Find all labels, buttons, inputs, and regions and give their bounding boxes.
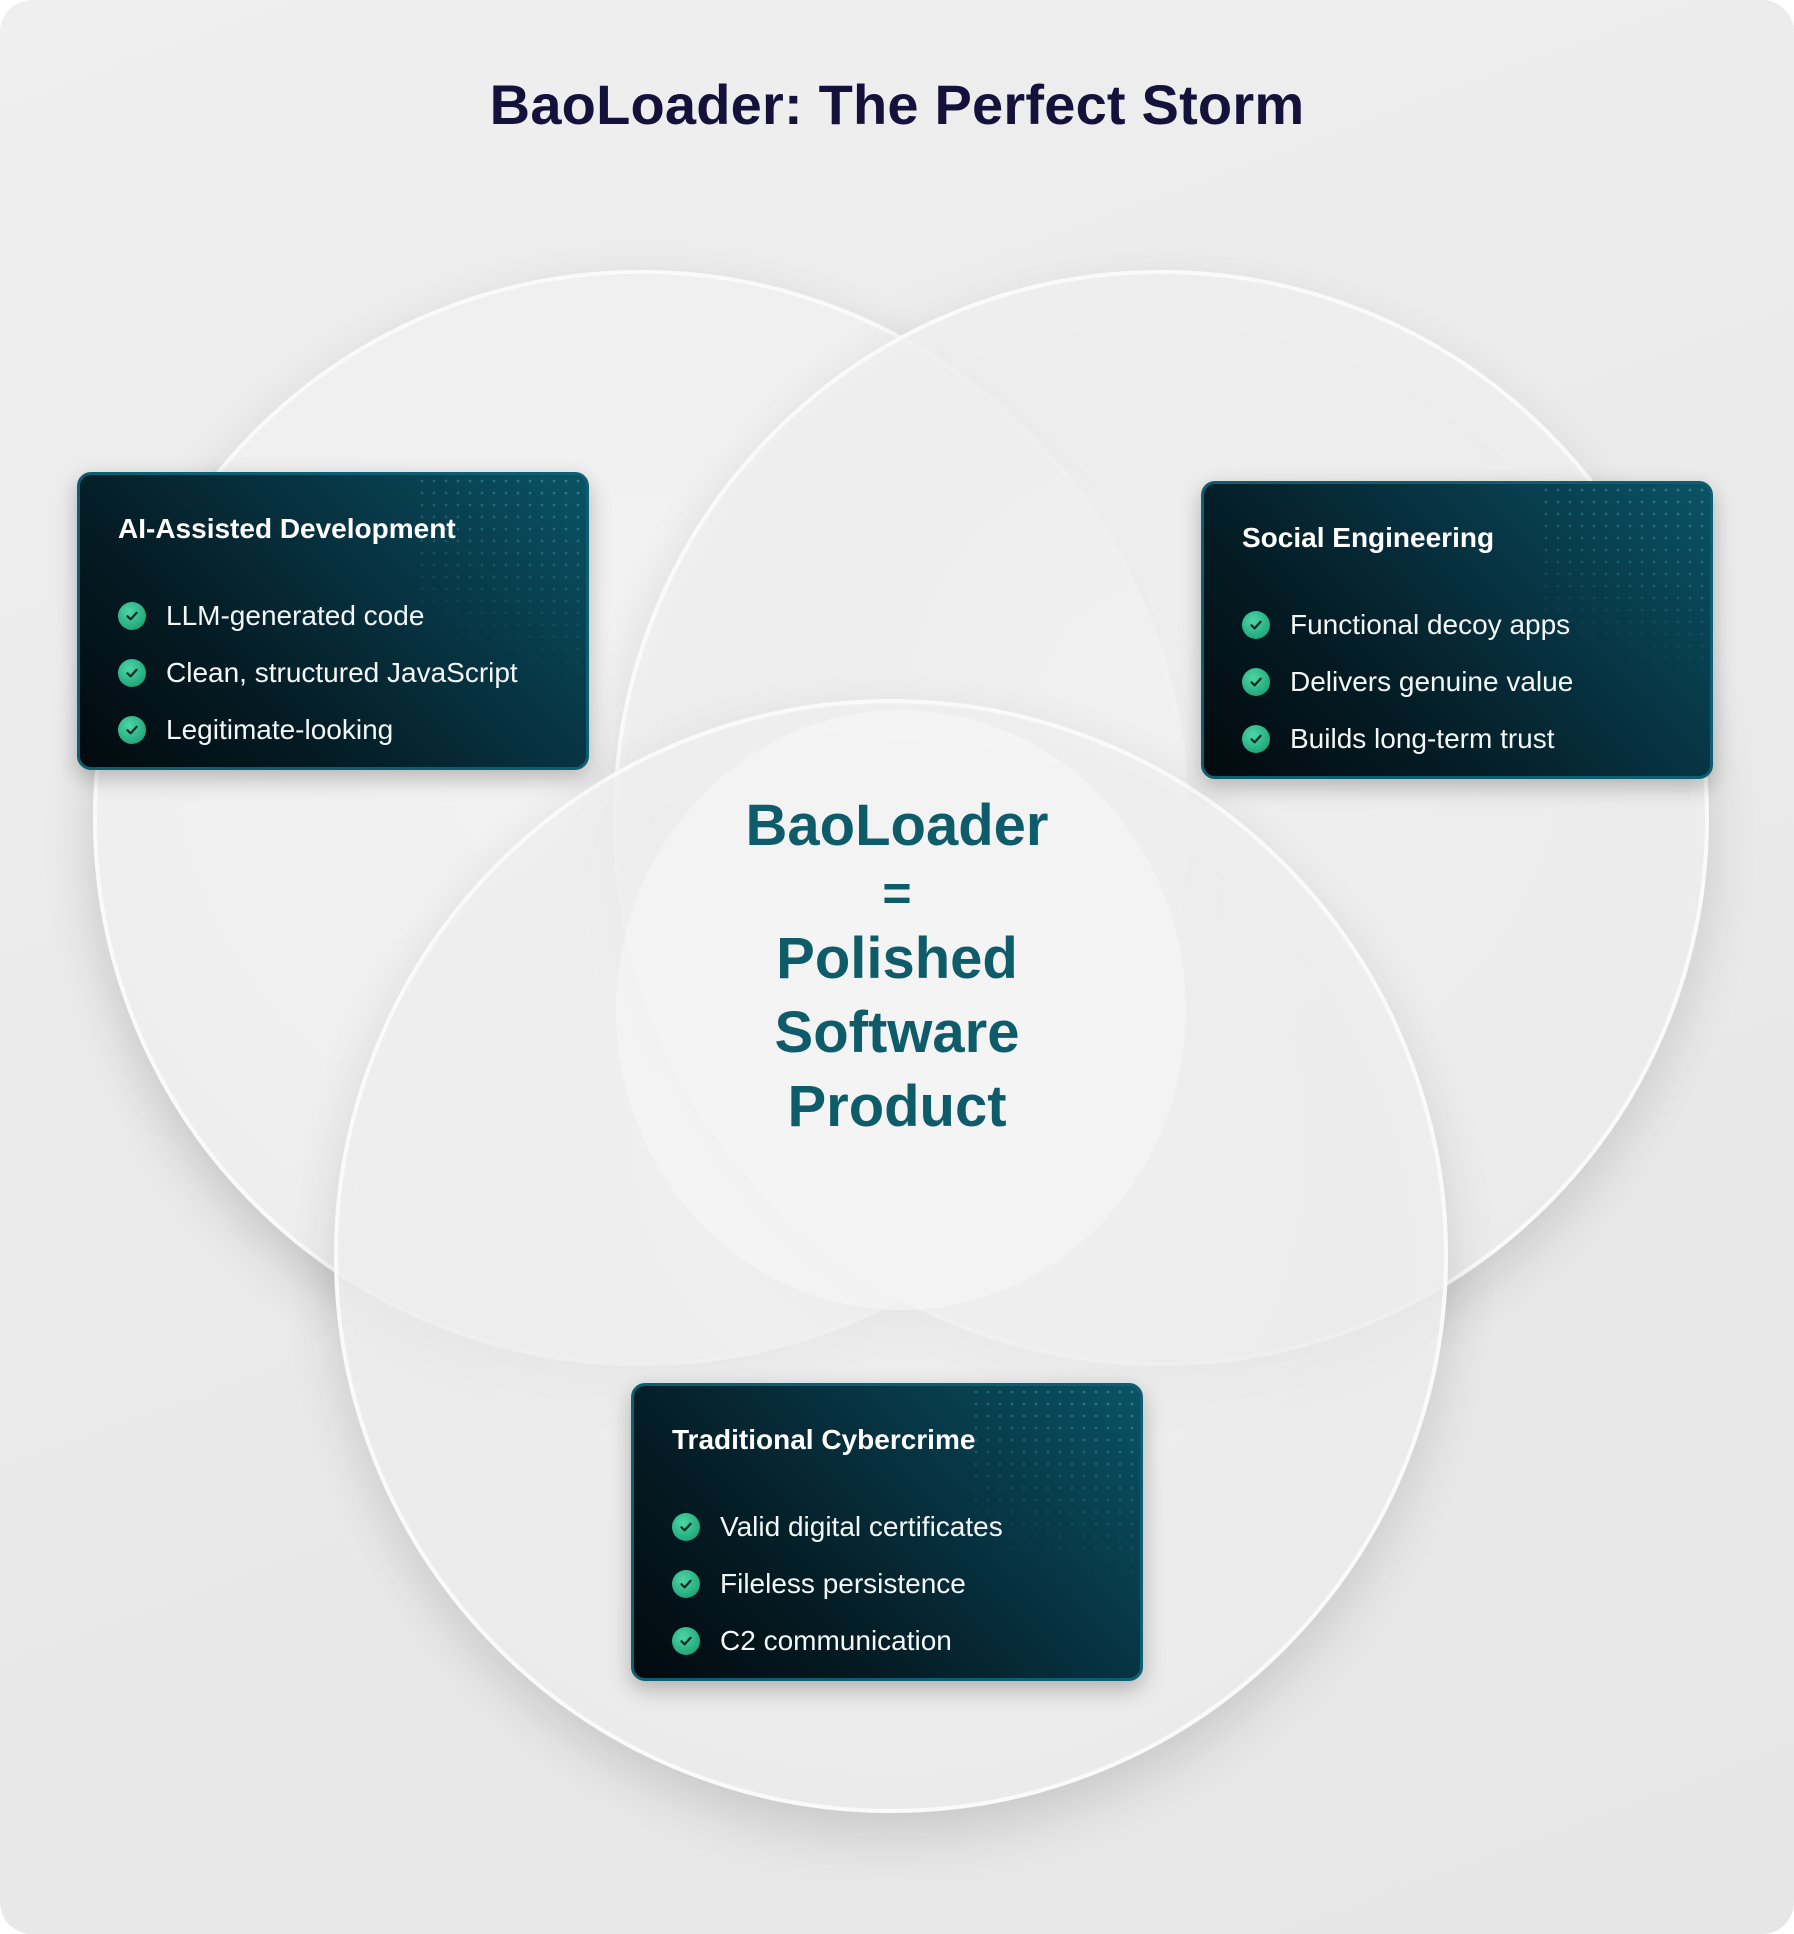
list-item: Fileless persistence <box>672 1555 1003 1612</box>
card-traditional-cybercrime: Traditional Cybercrime Valid digital cer… <box>631 1383 1143 1681</box>
list-item: Clean, structured JavaScript <box>118 644 518 701</box>
center-line-2: Software <box>774 1000 1020 1065</box>
list-item: Legitimate-looking <box>118 701 518 758</box>
center-line-3: Product <box>787 1074 1007 1139</box>
page-title: BaoLoader: The Perfect Storm <box>489 73 1305 136</box>
list-item: Delivers genuine value <box>1242 653 1573 710</box>
list-item-label: Functional decoy apps <box>1290 608 1571 640</box>
check-circle-icon <box>118 715 146 744</box>
check-circle-icon <box>1242 610 1270 639</box>
card-item-list: LLM-generated code Clean, structured Jav… <box>118 587 518 758</box>
venn-center-highlight <box>616 710 1186 1310</box>
card-social-engineering: Social Engineering Functional decoy apps… <box>1201 481 1713 779</box>
list-item-label: Delivers genuine value <box>1290 665 1574 697</box>
list-item: LLM-generated code <box>118 587 518 644</box>
card-item-list: Valid digital certificates Fileless pers… <box>672 1498 1003 1669</box>
center-name: BaoLoader <box>745 793 1049 858</box>
list-item-label: Builds long-term trust <box>1290 722 1555 754</box>
check-circle-icon <box>672 1569 700 1598</box>
list-item: Functional decoy apps <box>1242 596 1573 653</box>
center-line-1: Polished <box>776 926 1018 991</box>
card-ai-assisted-development: AI-Assisted Development LLM-generated co… <box>77 472 589 770</box>
list-item-label: Clean, structured JavaScript <box>166 656 518 688</box>
check-circle-icon <box>672 1626 700 1655</box>
center-equals: = <box>882 865 912 921</box>
card-title: Social Engineering <box>1242 522 1495 553</box>
check-circle-icon <box>1242 724 1270 753</box>
list-item: Valid digital certificates <box>672 1498 1003 1555</box>
list-item-label: Valid digital certificates <box>720 1510 1003 1542</box>
list-item-label: Fileless persistence <box>720 1567 966 1599</box>
list-item: C2 communication <box>672 1612 1003 1669</box>
card-dot-pattern <box>1540 484 1710 724</box>
list-item-label: C2 communication <box>720 1624 952 1656</box>
list-item-label: LLM-generated code <box>166 599 425 631</box>
list-item-label: Legitimate-looking <box>166 713 394 745</box>
card-item-list: Functional decoy apps Delivers genuine v… <box>1242 596 1573 767</box>
card-dot-pattern <box>970 1386 1140 1626</box>
check-circle-icon <box>118 658 146 687</box>
card-dot-pattern <box>416 475 586 715</box>
list-item: Builds long-term trust <box>1242 710 1573 767</box>
card-title: Traditional Cybercrime <box>672 1424 976 1455</box>
check-circle-icon <box>672 1512 700 1541</box>
card-title: AI-Assisted Development <box>118 513 456 544</box>
venn-center-label: BaoLoader = Polished Software Product <box>617 788 1177 1144</box>
check-circle-icon <box>1242 667 1270 696</box>
check-circle-icon <box>118 601 146 630</box>
